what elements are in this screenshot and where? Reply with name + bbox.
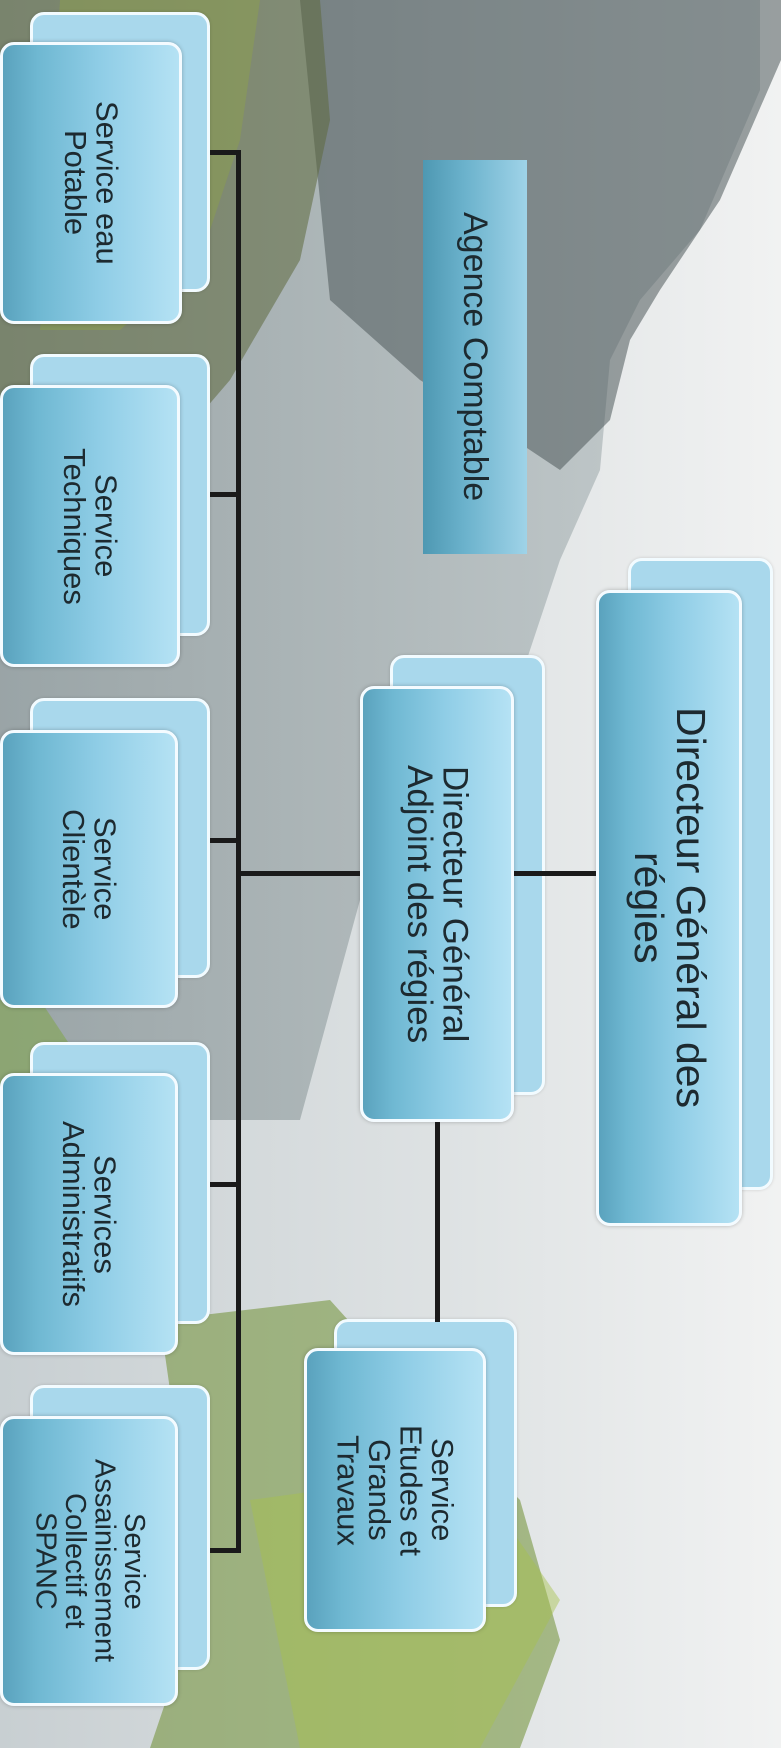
connector-dga-to-spine	[236, 871, 360, 876]
connector-dga-to-etudes	[435, 1122, 440, 1322]
node-directeur-general-label: Directeur Général des régies	[626, 707, 714, 1109]
node-service-assainissement-label: Service Assainissement Collectif et SPAN…	[29, 1459, 151, 1663]
connector-to-services-administratifs	[210, 1182, 241, 1187]
node-agence-comptable: Agence Comptable	[423, 160, 527, 554]
node-service-eau-potable-label: Service eau Potable	[58, 101, 125, 265]
node-service-clientele-label: Service Clientèle	[56, 808, 123, 930]
connector-dg-to-dga	[514, 871, 596, 876]
connector-to-service-techniques	[210, 492, 241, 497]
node-service-etudes-label: Service Etudes et Grands Travaux	[330, 1424, 461, 1556]
connector-spine	[236, 150, 241, 1553]
connector-to-service-assainissement	[210, 1548, 241, 1553]
node-directeur-general-adjoint-label: Directeur Général Adjoint des régies	[400, 764, 475, 1044]
connector-to-service-eau-potable	[210, 150, 241, 155]
node-service-techniques-label: Service Techniques	[57, 447, 124, 605]
connector-to-service-clientele	[210, 838, 241, 843]
node-agence-comptable-label: Agence Comptable	[456, 212, 494, 502]
node-services-administratifs-label: Services Administratifs	[56, 1120, 123, 1308]
